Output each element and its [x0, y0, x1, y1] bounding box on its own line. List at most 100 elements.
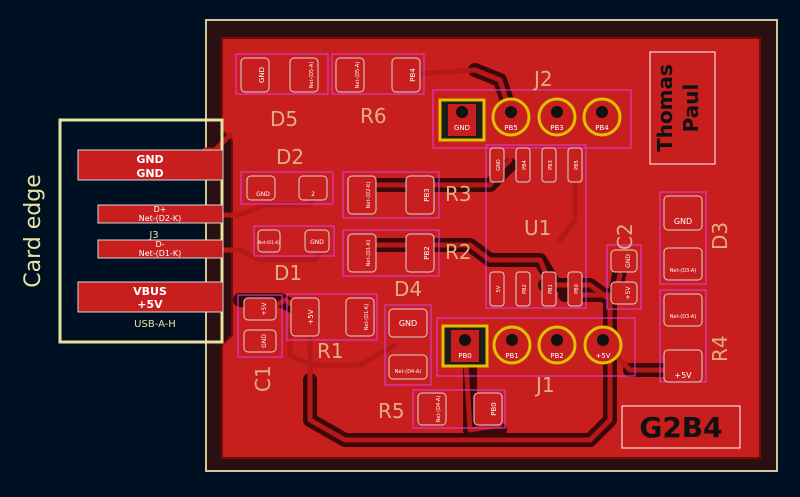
d5-pad1	[240, 57, 270, 93]
r5-pad1	[417, 392, 447, 426]
r6-pad2	[391, 57, 421, 93]
ref-r4: R4	[708, 335, 732, 362]
d2-pad1	[246, 175, 276, 201]
d4-pad2-net: Net-(D4-A)	[395, 369, 422, 375]
u1-top-pin1: GND	[496, 159, 502, 171]
d3-pad2	[663, 247, 703, 281]
r6-pad1-net: Net-(D5-A)	[355, 62, 361, 89]
d2-pad1-net: GND	[256, 191, 270, 198]
ref-d3: D3	[708, 222, 732, 250]
reference-designators: D5 R6 J2 D2 R3 U1 R2 D1 D4 R1 C1 R5 J1 C…	[251, 67, 732, 423]
ref-d4: D4	[394, 277, 422, 301]
usb-pin-dplus	[97, 204, 224, 224]
d1-pad2	[304, 229, 330, 253]
usb-footprint-label: USB-A-H	[134, 319, 176, 330]
d1-pad2-net: GND	[310, 239, 324, 246]
d2-pad2	[298, 175, 328, 201]
ref-u1: U1	[524, 216, 551, 240]
usb-pins: GND GND D+ Net-(D2-K) D- Net-(D1-K) VBUS…	[77, 149, 224, 313]
r5-pad2-net: PB0	[490, 402, 498, 415]
ref-r6: R6	[360, 104, 387, 128]
r3-pad2-net: PB3	[423, 188, 431, 201]
d1-pad1	[257, 229, 281, 253]
ref-d1: D1	[274, 261, 302, 285]
r6-pad2-net: PB4	[409, 68, 417, 82]
ref-d5: D5	[270, 107, 298, 131]
usb-pin-gnd-line1: GND	[136, 153, 163, 166]
r4-pad1	[663, 293, 703, 327]
r2-pad1-net: Net-(D1-K)	[366, 240, 372, 267]
r4-pad1-net: Net-(D3-A)	[670, 314, 697, 320]
r5-pad1-net: Net-(D4-A)	[436, 396, 442, 423]
r3-pad2	[405, 175, 435, 215]
usb-pin-dminus-line2: Net-(D1-K)	[139, 249, 182, 258]
r2-pad2	[405, 233, 435, 273]
r4-pad2-net: +5V	[674, 371, 692, 380]
d3-pad2-net: Net-(D3-A)	[670, 268, 697, 274]
d4-pad1-net: GND	[399, 319, 417, 328]
j2-pin3-net: PB3	[550, 124, 563, 132]
c2-pad2-net: +5V	[625, 286, 632, 300]
u1-pads: GND PB4 PB3 PB5 5V PB2 PB1 PB0	[489, 147, 583, 307]
usb-pin-gnd	[77, 149, 224, 181]
smd-pads: GND Net-(D5-A) Net-(D5-A) PB4 GND 2 Net-…	[240, 57, 703, 426]
r3-pad1	[347, 175, 377, 215]
usb-pin-dminus	[97, 239, 224, 259]
tag-block	[621, 405, 741, 449]
d4-pad1	[388, 308, 428, 338]
c1-pad2	[243, 329, 277, 353]
r6-pad1	[335, 57, 365, 93]
d2-pad2-net: 2	[311, 191, 315, 198]
r1-pad2-net: Net-(D1-K)	[364, 304, 370, 331]
ref-j2: J2	[532, 67, 553, 91]
j1-pin3-net: PB2	[550, 352, 563, 360]
r1-pad1-net: +5V	[307, 309, 315, 324]
u1-bottom-pin4: PB0	[574, 284, 580, 294]
d1-pad1-net: Net-(D1-K)	[258, 240, 280, 245]
d3-pad1-net: GND	[674, 217, 692, 226]
r1-pad1	[290, 297, 320, 337]
j1-pin4-net: +5V	[595, 352, 610, 360]
j2-pin1-net: GND	[454, 124, 470, 132]
usb-pin-dplus-line2: Net-(D2-K)	[139, 214, 182, 223]
usb-pin-vbus	[77, 281, 224, 313]
courtyards	[235, 53, 707, 429]
title-top-text: Thomas	[653, 64, 677, 152]
d5-pad2	[289, 57, 319, 93]
card-edge-label: Card edge	[21, 174, 46, 287]
usb-pin-vbus-line1: VBUS	[133, 285, 167, 298]
ref-r5: R5	[378, 399, 405, 423]
j2-pin2-net: PB5	[504, 124, 517, 132]
ref-r1: R1	[317, 339, 344, 363]
ref-c1: C1	[251, 365, 275, 392]
u1-bottom-pin1: 5V	[496, 285, 502, 292]
tag-text: G2B4	[639, 411, 722, 444]
c2-pad2	[610, 281, 638, 305]
title-bottom-text: Paul	[679, 84, 703, 133]
d4-pad2	[388, 354, 428, 380]
usb-pin-dminus-line1: D-	[155, 240, 164, 249]
u1-top-pin3: PB3	[548, 160, 554, 170]
c2-pad1	[610, 249, 638, 273]
ref-r3: R3	[445, 182, 472, 206]
j1-pin1-net: PB0	[458, 352, 471, 360]
usb-pin-gnd-line2: GND	[136, 167, 163, 180]
ref-d2: D2	[276, 145, 304, 169]
u1-bottom-pin3: PB1	[548, 284, 554, 294]
r1-pad2	[345, 297, 375, 337]
c2-pad1-net: GND	[625, 254, 632, 268]
j2-header: GND PB5 PB3 PB4	[438, 97, 622, 142]
title-block	[649, 51, 716, 165]
u1-top-pin4: PB5	[574, 160, 580, 170]
u1-top-pin2: PB4	[522, 160, 528, 170]
ref-r2: R2	[445, 240, 472, 264]
ref-c2: C2	[613, 223, 637, 250]
j1-header: PB0 PB1 PB2 +5V	[441, 324, 623, 368]
d5-pad1-net: GND	[258, 67, 266, 83]
copper-pour	[221, 37, 761, 459]
j1-pin2-net: PB1	[505, 352, 518, 360]
u1-bottom-pin2: PB2	[522, 284, 528, 294]
usb-pin-vbus-line2: +5V	[137, 298, 163, 311]
r2-pad2-net: PB2	[423, 246, 431, 259]
